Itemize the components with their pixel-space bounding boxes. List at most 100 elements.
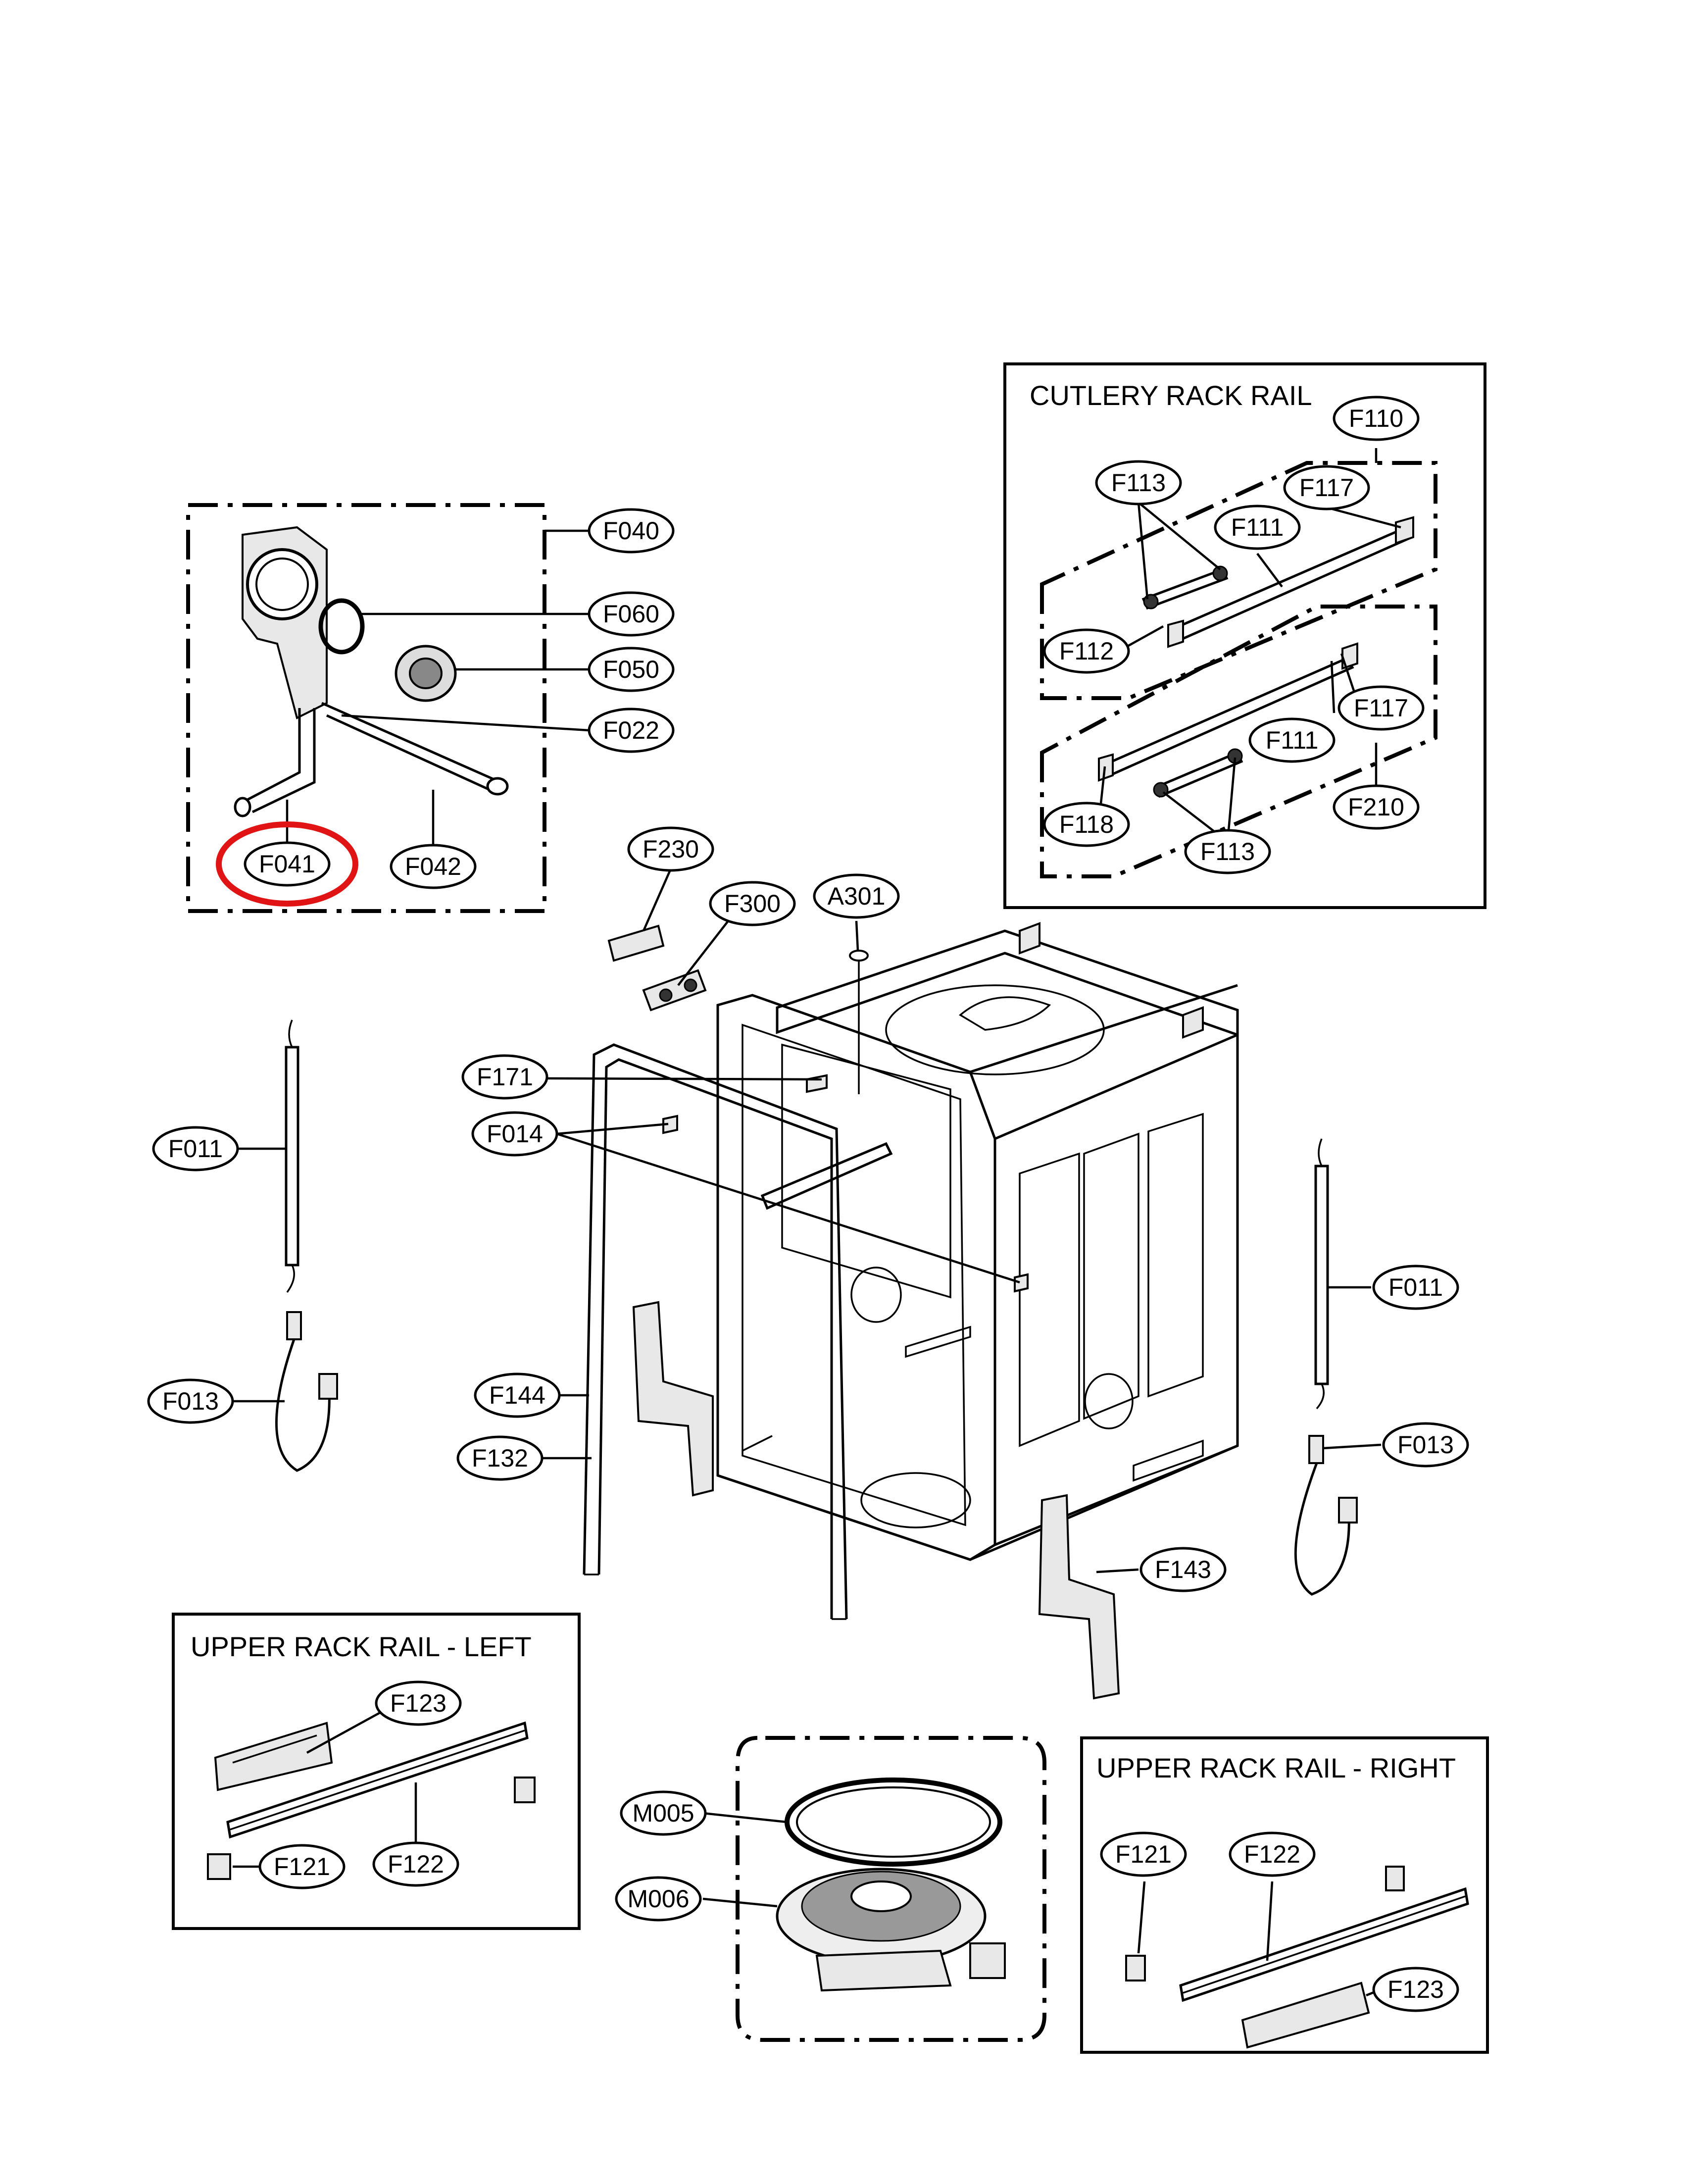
cutlery-rack-rail-title: CUTLERY RACK RAIL <box>1030 380 1312 411</box>
callout-label: F171 <box>477 1063 533 1091</box>
callout-ellipse <box>1229 1831 1316 1877</box>
callout-f171: F171 <box>461 1054 548 1100</box>
callout-f132: F132 <box>456 1435 544 1481</box>
callout-ellipse <box>244 841 331 887</box>
callout-ellipse <box>390 844 477 889</box>
callout-f013: F013 <box>147 1378 234 1424</box>
callout-ellipse <box>1095 460 1182 506</box>
callout-label: F300 <box>724 890 781 917</box>
callout-ellipse <box>588 708 675 753</box>
wash-motor-box <box>702 1736 1046 2042</box>
callout-label: F014 <box>487 1120 543 1148</box>
callout-f011: F011 <box>1372 1265 1459 1310</box>
upper-rack-rail-right-title: UPPER RACK RAIL - RIGHT <box>1096 1752 1456 1783</box>
callout-f111: F111 <box>1248 717 1336 763</box>
callout-label: M005 <box>632 1799 694 1827</box>
callout-ellipse <box>588 508 675 554</box>
callout-ellipse <box>615 1876 702 1922</box>
callout-m006: M006 <box>615 1876 702 1922</box>
spring-right-part <box>1314 1138 1329 1410</box>
callout-label: F230 <box>643 835 699 863</box>
hinge-right-part <box>1038 1494 1120 1700</box>
callout-label: F118 <box>1059 811 1114 838</box>
upper-rack-rail-right-box: UPPER RACK RAIL - RIGHT <box>1080 1736 1489 2054</box>
callout-label: F121 <box>274 1853 330 1880</box>
callout-label: A301 <box>828 882 886 910</box>
sump-hose-assembly-box <box>186 503 590 913</box>
upper-rack-rail-left-box: UPPER RACK RAIL - LEFT <box>172 1613 581 1930</box>
callout-ellipse <box>461 1054 548 1100</box>
callout-label: F113 <box>1111 469 1166 497</box>
callout-ellipse <box>1043 802 1130 847</box>
callout-f122: F122 <box>1229 1831 1316 1877</box>
callout-label: F111 <box>1231 513 1284 541</box>
callout-label: F011 <box>168 1135 223 1163</box>
callout-f060: F060 <box>588 591 675 637</box>
callout-ellipse <box>1248 717 1336 763</box>
callout-ellipse <box>147 1378 234 1424</box>
callout-ellipse <box>372 1841 459 1887</box>
callout-label: F112 <box>1059 637 1114 665</box>
callout-label: F123 <box>1387 1976 1444 2003</box>
callout-label: F210 <box>1348 793 1404 821</box>
callout-f014: F014 <box>471 1111 558 1157</box>
callout-f300: F300 <box>709 881 796 926</box>
callout-label: F121 <box>1115 1840 1172 1868</box>
callout-f041: F041 <box>244 841 331 887</box>
callout-f113: F113 <box>1184 829 1271 874</box>
callout-ellipse <box>456 1435 544 1481</box>
callout-label: F110 <box>1349 405 1403 432</box>
callout-f118: F118 <box>1043 802 1130 847</box>
callout-label: F143 <box>1155 1556 1211 1583</box>
callout-ellipse <box>375 1680 462 1726</box>
cutlery-rack-rail-box: CUTLERY RACK RAIL <box>1003 362 1486 909</box>
callout-f122: F122 <box>372 1841 459 1887</box>
callout-ellipse <box>1333 396 1420 441</box>
callout-ellipse <box>152 1126 239 1171</box>
callout-f123: F123 <box>375 1680 462 1726</box>
callout-label: F123 <box>390 1689 446 1717</box>
callout-a301: A301 <box>813 873 900 919</box>
hinge-left-part <box>632 1301 714 1497</box>
callout-ellipse <box>620 1790 707 1836</box>
callout-ellipse <box>1184 829 1271 874</box>
callout-m005: M005 <box>620 1790 707 1836</box>
callout-ellipse <box>1043 628 1130 674</box>
callout-ellipse <box>258 1844 346 1889</box>
callout-ellipse <box>1372 1967 1459 2012</box>
callout-ellipse <box>588 591 675 637</box>
callout-label: F117 <box>1299 474 1354 502</box>
callout-f022: F022 <box>588 708 675 753</box>
door-frame-part <box>583 1043 848 1620</box>
callout-ellipse <box>1214 505 1301 550</box>
callout-f123: F123 <box>1372 1967 1459 2012</box>
f041-highlight-ring <box>216 821 358 907</box>
callout-f210: F210 <box>1333 784 1420 830</box>
callout-label: F050 <box>603 656 659 683</box>
callout-f040: F040 <box>588 508 675 554</box>
callout-label: F022 <box>603 716 659 744</box>
callout-ellipse <box>1372 1265 1459 1310</box>
callout-ellipse <box>709 881 796 926</box>
callout-label: F042 <box>405 853 461 880</box>
callout-f111: F111 <box>1214 505 1301 550</box>
callout-f121: F121 <box>258 1844 346 1889</box>
callout-ellipse <box>1100 1831 1187 1877</box>
callout-ellipse <box>471 1111 558 1157</box>
callout-ellipse <box>627 826 714 872</box>
callout-ellipse <box>1283 465 1370 510</box>
callout-label: F132 <box>472 1444 528 1472</box>
callout-label: F013 <box>1397 1431 1454 1459</box>
callout-ellipse <box>588 647 675 692</box>
main-leaders <box>232 868 1382 1574</box>
cable-left-part <box>275 1311 338 1472</box>
callout-f117: F117 <box>1337 685 1425 731</box>
callout-f144: F144 <box>474 1372 561 1418</box>
upper-rack-rail-left-title: UPPER RACK RAIL - LEFT <box>191 1631 532 1662</box>
callout-ellipse <box>813 873 900 919</box>
callout-label: F013 <box>162 1387 219 1415</box>
callout-f121: F121 <box>1100 1831 1187 1877</box>
cable-right-part <box>1294 1435 1358 1596</box>
callout-f112: F112 <box>1043 628 1130 674</box>
